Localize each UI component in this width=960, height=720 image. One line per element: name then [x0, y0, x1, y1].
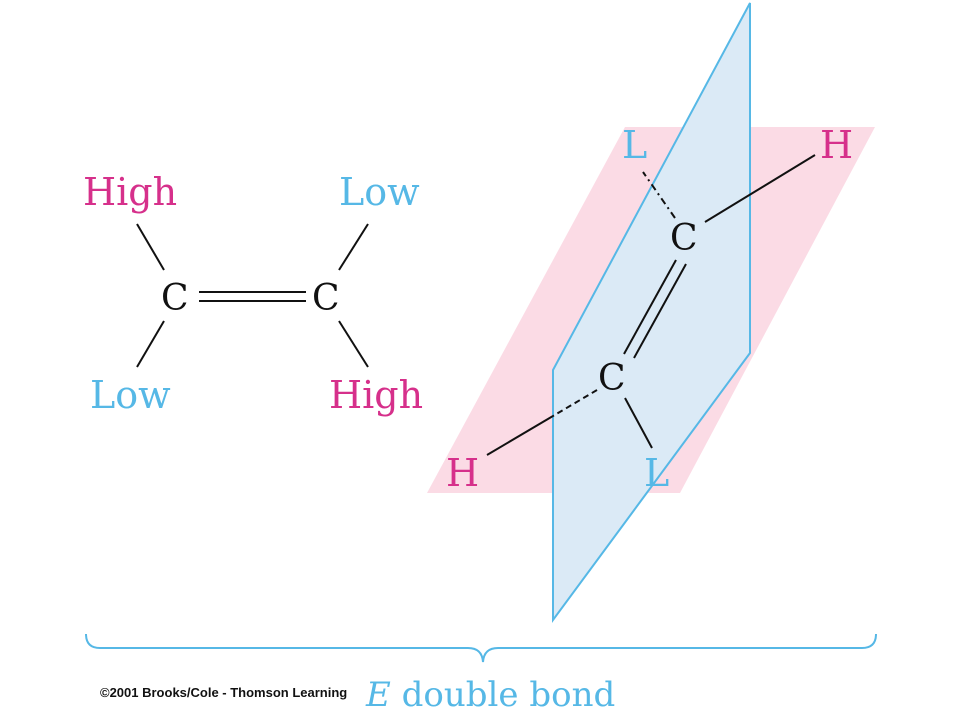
flat-bond-bottom-right	[338, 320, 369, 368]
flat-bond-top-left	[136, 223, 165, 271]
flat-structure: High Low C C Low High	[83, 170, 423, 417]
label-3d-bottom-left: H	[446, 451, 479, 495]
copyright-credit: ©2001 Brooks/Cole - Thomson Learning	[100, 685, 347, 700]
bond-lower-c-h-solid	[486, 415, 554, 456]
flat-carbon-left: C	[161, 278, 189, 319]
flat-label-top-right: Low	[339, 170, 420, 214]
flat-carbon-right: C	[312, 278, 340, 319]
flat-label-bottom-right: High	[329, 373, 423, 417]
flat-bond-top-right	[338, 223, 369, 271]
blue-plane	[552, 2, 751, 624]
flat-bond-bottom-left	[136, 320, 165, 368]
caption-text: double bond	[391, 675, 615, 715]
bond-upper-c-h	[704, 154, 816, 223]
atoms-3d: L H C C H L	[446, 123, 853, 495]
grouping-brace	[85, 633, 877, 663]
bonds-3d	[486, 154, 816, 456]
carbon-3d-lower: C	[598, 358, 626, 399]
label-3d-top-left: L	[622, 123, 647, 167]
bond-upper-c-l	[642, 171, 676, 219]
label-3d-top-right: H	[820, 123, 853, 167]
carbon-3d-upper: C	[670, 218, 698, 259]
bond-lower-c-l	[624, 397, 653, 449]
plane-group	[427, 2, 875, 624]
bond-double-line-a	[623, 259, 677, 355]
caption: E double bond	[365, 675, 615, 715]
bond-double-line-b	[633, 263, 687, 359]
bond-lower-c-h-dashed	[552, 389, 598, 417]
flat-bonds	[136, 223, 369, 368]
caption-e-prefix: E	[365, 675, 391, 715]
label-3d-bottom-right: L	[644, 451, 669, 495]
flat-label-bottom-left: Low	[90, 373, 171, 417]
flat-label-top-left: High	[83, 170, 177, 214]
